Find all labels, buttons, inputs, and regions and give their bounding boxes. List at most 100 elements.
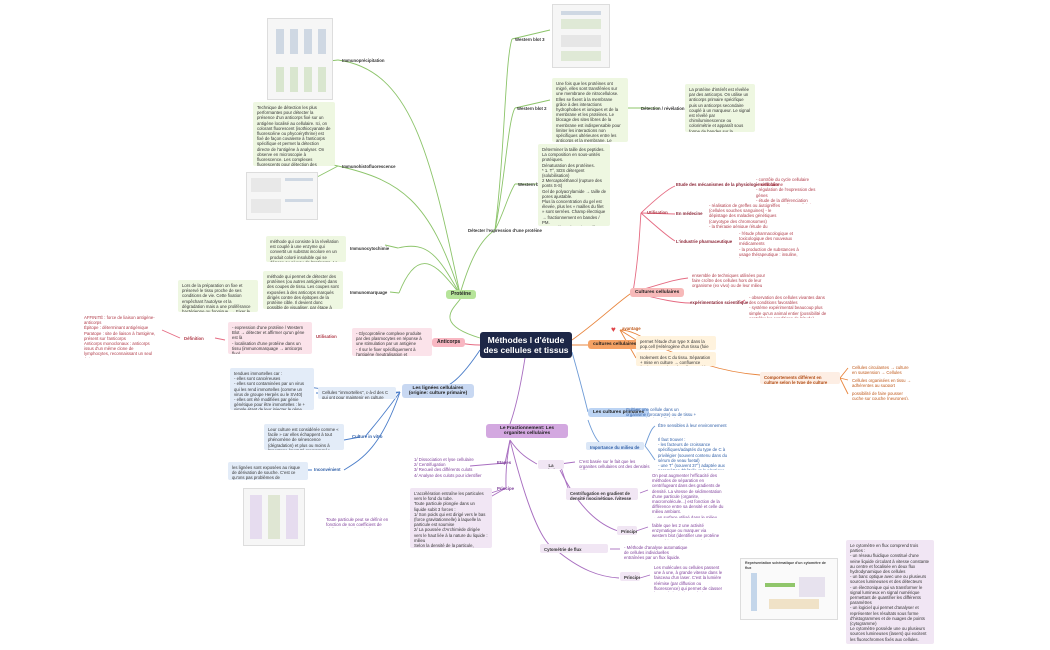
principe-text: L'accélération entraîne les particules v… bbox=[410, 488, 492, 548]
cytometrie-label[interactable]: Cytométrie de flux bbox=[540, 544, 608, 553]
western-blot-image bbox=[552, 4, 610, 68]
connector bbox=[839, 377, 849, 395]
connector bbox=[559, 469, 619, 532]
cytometrie-text: - Méthode d'analyse automatique de cellu… bbox=[624, 545, 688, 560]
connector bbox=[509, 439, 538, 465]
comportement-text-2: Cellules organisées en tissu → adhérente… bbox=[852, 378, 911, 387]
principe-3-text: Les molécules ou cellules passent une à … bbox=[654, 565, 723, 592]
connector bbox=[635, 526, 649, 532]
avantage-label[interactable]: avantage bbox=[622, 326, 641, 331]
etapes-label[interactable]: Etapes bbox=[497, 460, 512, 465]
gradient-label[interactable]: Centrifugation en gradient de densité (i… bbox=[566, 488, 638, 500]
topic-cultures-cellulaires[interactable]: Cultures cellulaires bbox=[630, 288, 685, 298]
immunoprecipitation-image bbox=[267, 18, 333, 100]
connector bbox=[739, 299, 746, 304]
connector bbox=[509, 439, 556, 550]
immunoprecipitation-label[interactable]: Immunoprécipitation bbox=[342, 58, 385, 63]
utilisation-label[interactable]: Utilisation bbox=[647, 210, 668, 215]
connector bbox=[397, 245, 461, 295]
principe-3-label[interactable]: Principe bbox=[620, 572, 640, 581]
principe-label[interactable]: Principe bbox=[497, 486, 514, 491]
western-blot-1-text: Déterminer la taille des peptides. La co… bbox=[538, 144, 610, 226]
anticorps-definition-label[interactable]: Définition bbox=[184, 336, 204, 341]
connector bbox=[839, 367, 849, 379]
technique-text: C'est basée sur le fait que les organite… bbox=[579, 459, 650, 470]
industrie-label[interactable]: L'industrie pharmaceutique bbox=[676, 239, 733, 244]
connector bbox=[509, 357, 526, 425]
connector bbox=[632, 212, 642, 293]
cytometre-image: Représentation schématique d'un cytomètr… bbox=[740, 558, 838, 620]
industrie-text: - l'étude pharmacologique et toxicologiq… bbox=[739, 231, 799, 258]
connector bbox=[337, 165, 461, 295]
connector bbox=[571, 291, 634, 341]
western-blot-2-label[interactable]: Western blot 2 bbox=[517, 106, 547, 111]
medecine-text: - réalisation de greffes ou autogreffes … bbox=[709, 203, 781, 228]
avantage-text: permet l'étude d'un type X dans la pop.c… bbox=[636, 336, 716, 350]
topic-lignees-cellulaires[interactable]: Les lignées cellulaires (origine: cultur… bbox=[402, 384, 474, 399]
connector bbox=[505, 439, 511, 489]
detection-text: La protéine d'intérêt est révélée par de… bbox=[685, 84, 755, 132]
immunocyto-text: méthode qui consiste à la révélation est… bbox=[266, 236, 346, 262]
comportement-label[interactable]: Comportements différent en culture selon… bbox=[760, 372, 840, 384]
topic-cultures-primaires[interactable]: cultures cellulaires primaires bbox=[588, 340, 665, 350]
cytometre-image-title: Représentation schématique d'un cytomètr… bbox=[745, 561, 826, 571]
importance-text-2: Il faut trouver : - les facteurs de croi… bbox=[658, 437, 728, 470]
topic-anticorps[interactable]: Anticorps bbox=[432, 338, 466, 348]
culture-in-vitro-label[interactable]: Culture in vitro bbox=[352, 434, 383, 439]
experimentation-text: - observation des cellules vivantes dans… bbox=[749, 295, 827, 318]
connector bbox=[640, 185, 676, 214]
connector bbox=[214, 337, 226, 341]
anticorps-utilisation-text: - Glycoprotéine complexe produite par de… bbox=[352, 328, 432, 356]
immunomarquage-text: méthode qui permet de détecter des proté… bbox=[263, 271, 343, 309]
technique-label[interactable]: La technique bbox=[538, 460, 564, 469]
cultures-definition: ensemble de techniques utilisées pour fa… bbox=[692, 273, 766, 288]
anticorps-definition-side: AFFINITÉ : force de liaison antigène-ant… bbox=[84, 315, 156, 358]
connector bbox=[398, 263, 461, 295]
connector bbox=[449, 293, 481, 339]
experimentation-label[interactable]: expérimentation scientifique bbox=[690, 300, 749, 305]
connector bbox=[571, 351, 589, 413]
lignees-properties: tendues immortelles car : - elles sont c… bbox=[230, 368, 314, 410]
western-blot-2-text: Une fois que les protéines ont migré, el… bbox=[552, 78, 628, 142]
topic-fractionnement[interactable]: Le Fractionnement: Les organites cellula… bbox=[486, 424, 568, 439]
inconvenient-text: Isolement des C du tissu. Séparation + m… bbox=[636, 352, 716, 366]
connector bbox=[639, 574, 651, 579]
connector bbox=[639, 489, 649, 494]
connector bbox=[640, 212, 676, 242]
gradient-text: On peut augmenter l'efficacité des métho… bbox=[652, 473, 724, 518]
immunohisto-label[interactable]: Immunohistofluorescence bbox=[342, 164, 396, 169]
connector bbox=[337, 59, 461, 295]
western-blot-3-label[interactable]: Western blot 3 bbox=[515, 37, 545, 42]
western-blot-1-label[interactable]: Western blot 1 bbox=[518, 182, 548, 187]
anticorps-utilisation-label[interactable]: Utilisation bbox=[316, 334, 337, 339]
detection-label[interactable]: Détection / révélation bbox=[641, 106, 685, 111]
connector bbox=[494, 38, 513, 231]
connector bbox=[511, 29, 551, 40]
central-topic[interactable]: Méthodes l d'étude des cellules et tissu… bbox=[480, 332, 572, 358]
medecine-label[interactable]: En médecine bbox=[676, 211, 703, 216]
comportement-text-3: possibilité de faire pousser cuche sur c… bbox=[852, 391, 909, 400]
topic-proteine[interactable]: Protéine bbox=[446, 290, 477, 300]
inconvenient-label[interactable]: Inconvénient bbox=[314, 467, 341, 472]
detect-expression-label[interactable]: Détecter l'expression d'une protéine bbox=[468, 228, 542, 233]
importance-label[interactable]: Importance du milieu de culture bbox=[586, 442, 644, 450]
principe-2-text: faible que les 2 une activité enzymatiqu… bbox=[652, 523, 720, 540]
anticorps-definition-text: - expression d'une protéine / Western Bl… bbox=[228, 322, 312, 354]
connector bbox=[554, 548, 620, 579]
topic-les-cultures-primaires[interactable]: Les cultures primaires bbox=[588, 408, 650, 418]
connector bbox=[514, 99, 551, 109]
immunomarquage-label[interactable]: Immunomarquage bbox=[350, 290, 388, 295]
principe-2-label[interactable]: Principe bbox=[617, 526, 637, 535]
connector bbox=[839, 377, 849, 381]
immunocyto-label[interactable]: Immunocytochimie bbox=[350, 246, 390, 251]
connector bbox=[640, 212, 676, 215]
immunohisto-image bbox=[246, 172, 318, 220]
etude-label[interactable]: Etude des mécanismes de la physiologie c… bbox=[676, 182, 780, 187]
connector bbox=[494, 183, 516, 231]
connector bbox=[619, 329, 637, 341]
cultures-primaires-definition: Cultiver une cellule dans un organisme (… bbox=[626, 407, 697, 418]
connector bbox=[459, 229, 496, 295]
immunomarquage-side-text: Lors de la préparation on fixe et préser… bbox=[178, 280, 258, 312]
